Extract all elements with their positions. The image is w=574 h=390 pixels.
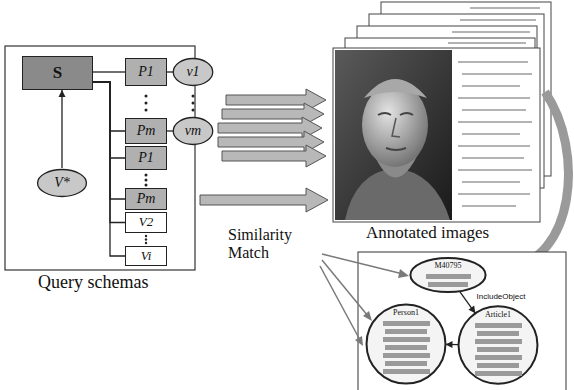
table-row bbox=[477, 363, 519, 368]
connector bbox=[93, 82, 125, 199]
table-row bbox=[475, 339, 522, 344]
match-arrows bbox=[200, 89, 328, 212]
connector bbox=[93, 82, 125, 256]
connector bbox=[167, 71, 173, 72]
property-box: Pm bbox=[125, 118, 167, 144]
table-row bbox=[383, 353, 430, 358]
table-row bbox=[383, 321, 430, 326]
node-text: Vi bbox=[141, 249, 152, 263]
arrowhead bbox=[468, 306, 475, 314]
arrowhead bbox=[445, 341, 452, 348]
table-row bbox=[385, 329, 427, 334]
ellipse-shape bbox=[173, 118, 212, 145]
schema-frame bbox=[5, 46, 195, 270]
arrowhead bbox=[59, 90, 66, 97]
article-instance: Article1 bbox=[456, 302, 540, 388]
caption: Annotated images bbox=[366, 224, 536, 243]
ontology-frame bbox=[358, 252, 566, 390]
value-ellipse: v1 bbox=[172, 57, 214, 87]
node-text: vm bbox=[185, 123, 201, 138]
table-row bbox=[475, 355, 522, 360]
node-text: v1 bbox=[186, 64, 199, 79]
ellipse-shape bbox=[173, 59, 212, 86]
property-box: Pm bbox=[125, 188, 167, 210]
node-text: Pm bbox=[137, 191, 156, 206]
connector bbox=[61, 90, 62, 168]
table-row bbox=[385, 361, 427, 366]
table-row bbox=[477, 331, 519, 336]
node-text: S bbox=[53, 64, 62, 83]
variable-box: Vi bbox=[125, 246, 167, 266]
connector bbox=[93, 82, 125, 223]
caption: Similarity Match bbox=[228, 226, 318, 261]
statue-picture bbox=[335, 50, 452, 220]
connector bbox=[460, 291, 476, 313]
document-lines bbox=[448, 8, 540, 206]
table-row bbox=[383, 337, 430, 342]
node-text: Person1 bbox=[393, 309, 419, 318]
node-text: V* bbox=[54, 175, 70, 190]
value-ellipse: vm bbox=[172, 116, 214, 146]
connector bbox=[93, 82, 125, 131]
node-text: Pm bbox=[137, 123, 156, 138]
connector bbox=[93, 82, 125, 158]
variable-ellipse: V* bbox=[36, 168, 88, 198]
document-stack bbox=[333, 2, 551, 222]
ellipse-shape bbox=[459, 306, 538, 383]
property-box: P1 bbox=[125, 146, 167, 170]
node-text: M40795 bbox=[434, 262, 461, 271]
person-instance: Person1 bbox=[364, 300, 448, 388]
root-box: S bbox=[22, 56, 93, 90]
node-text: P1 bbox=[138, 64, 154, 79]
table-row bbox=[475, 371, 522, 376]
table-row bbox=[426, 274, 471, 279]
connector bbox=[93, 71, 125, 72]
table-row bbox=[475, 323, 522, 328]
edge-label: IncludeObject bbox=[475, 293, 526, 302]
ellipse-shape bbox=[367, 304, 446, 383]
table-row bbox=[428, 282, 468, 287]
connector bbox=[167, 130, 173, 131]
node-text: Article1 bbox=[485, 311, 511, 320]
ellipse-shape bbox=[38, 170, 87, 197]
table-row bbox=[385, 345, 427, 350]
caption: Query schemas bbox=[38, 273, 188, 293]
node-text: P1 bbox=[138, 150, 154, 165]
table-row bbox=[477, 347, 519, 352]
image-instance: M40795 bbox=[408, 256, 488, 294]
variable-box: V2 bbox=[125, 212, 167, 233]
node-text: V2 bbox=[139, 215, 153, 229]
ellipse-shape bbox=[410, 258, 485, 292]
property-box: P1 bbox=[125, 58, 167, 86]
curved-arrow bbox=[506, 92, 568, 268]
table-row bbox=[383, 369, 430, 374]
